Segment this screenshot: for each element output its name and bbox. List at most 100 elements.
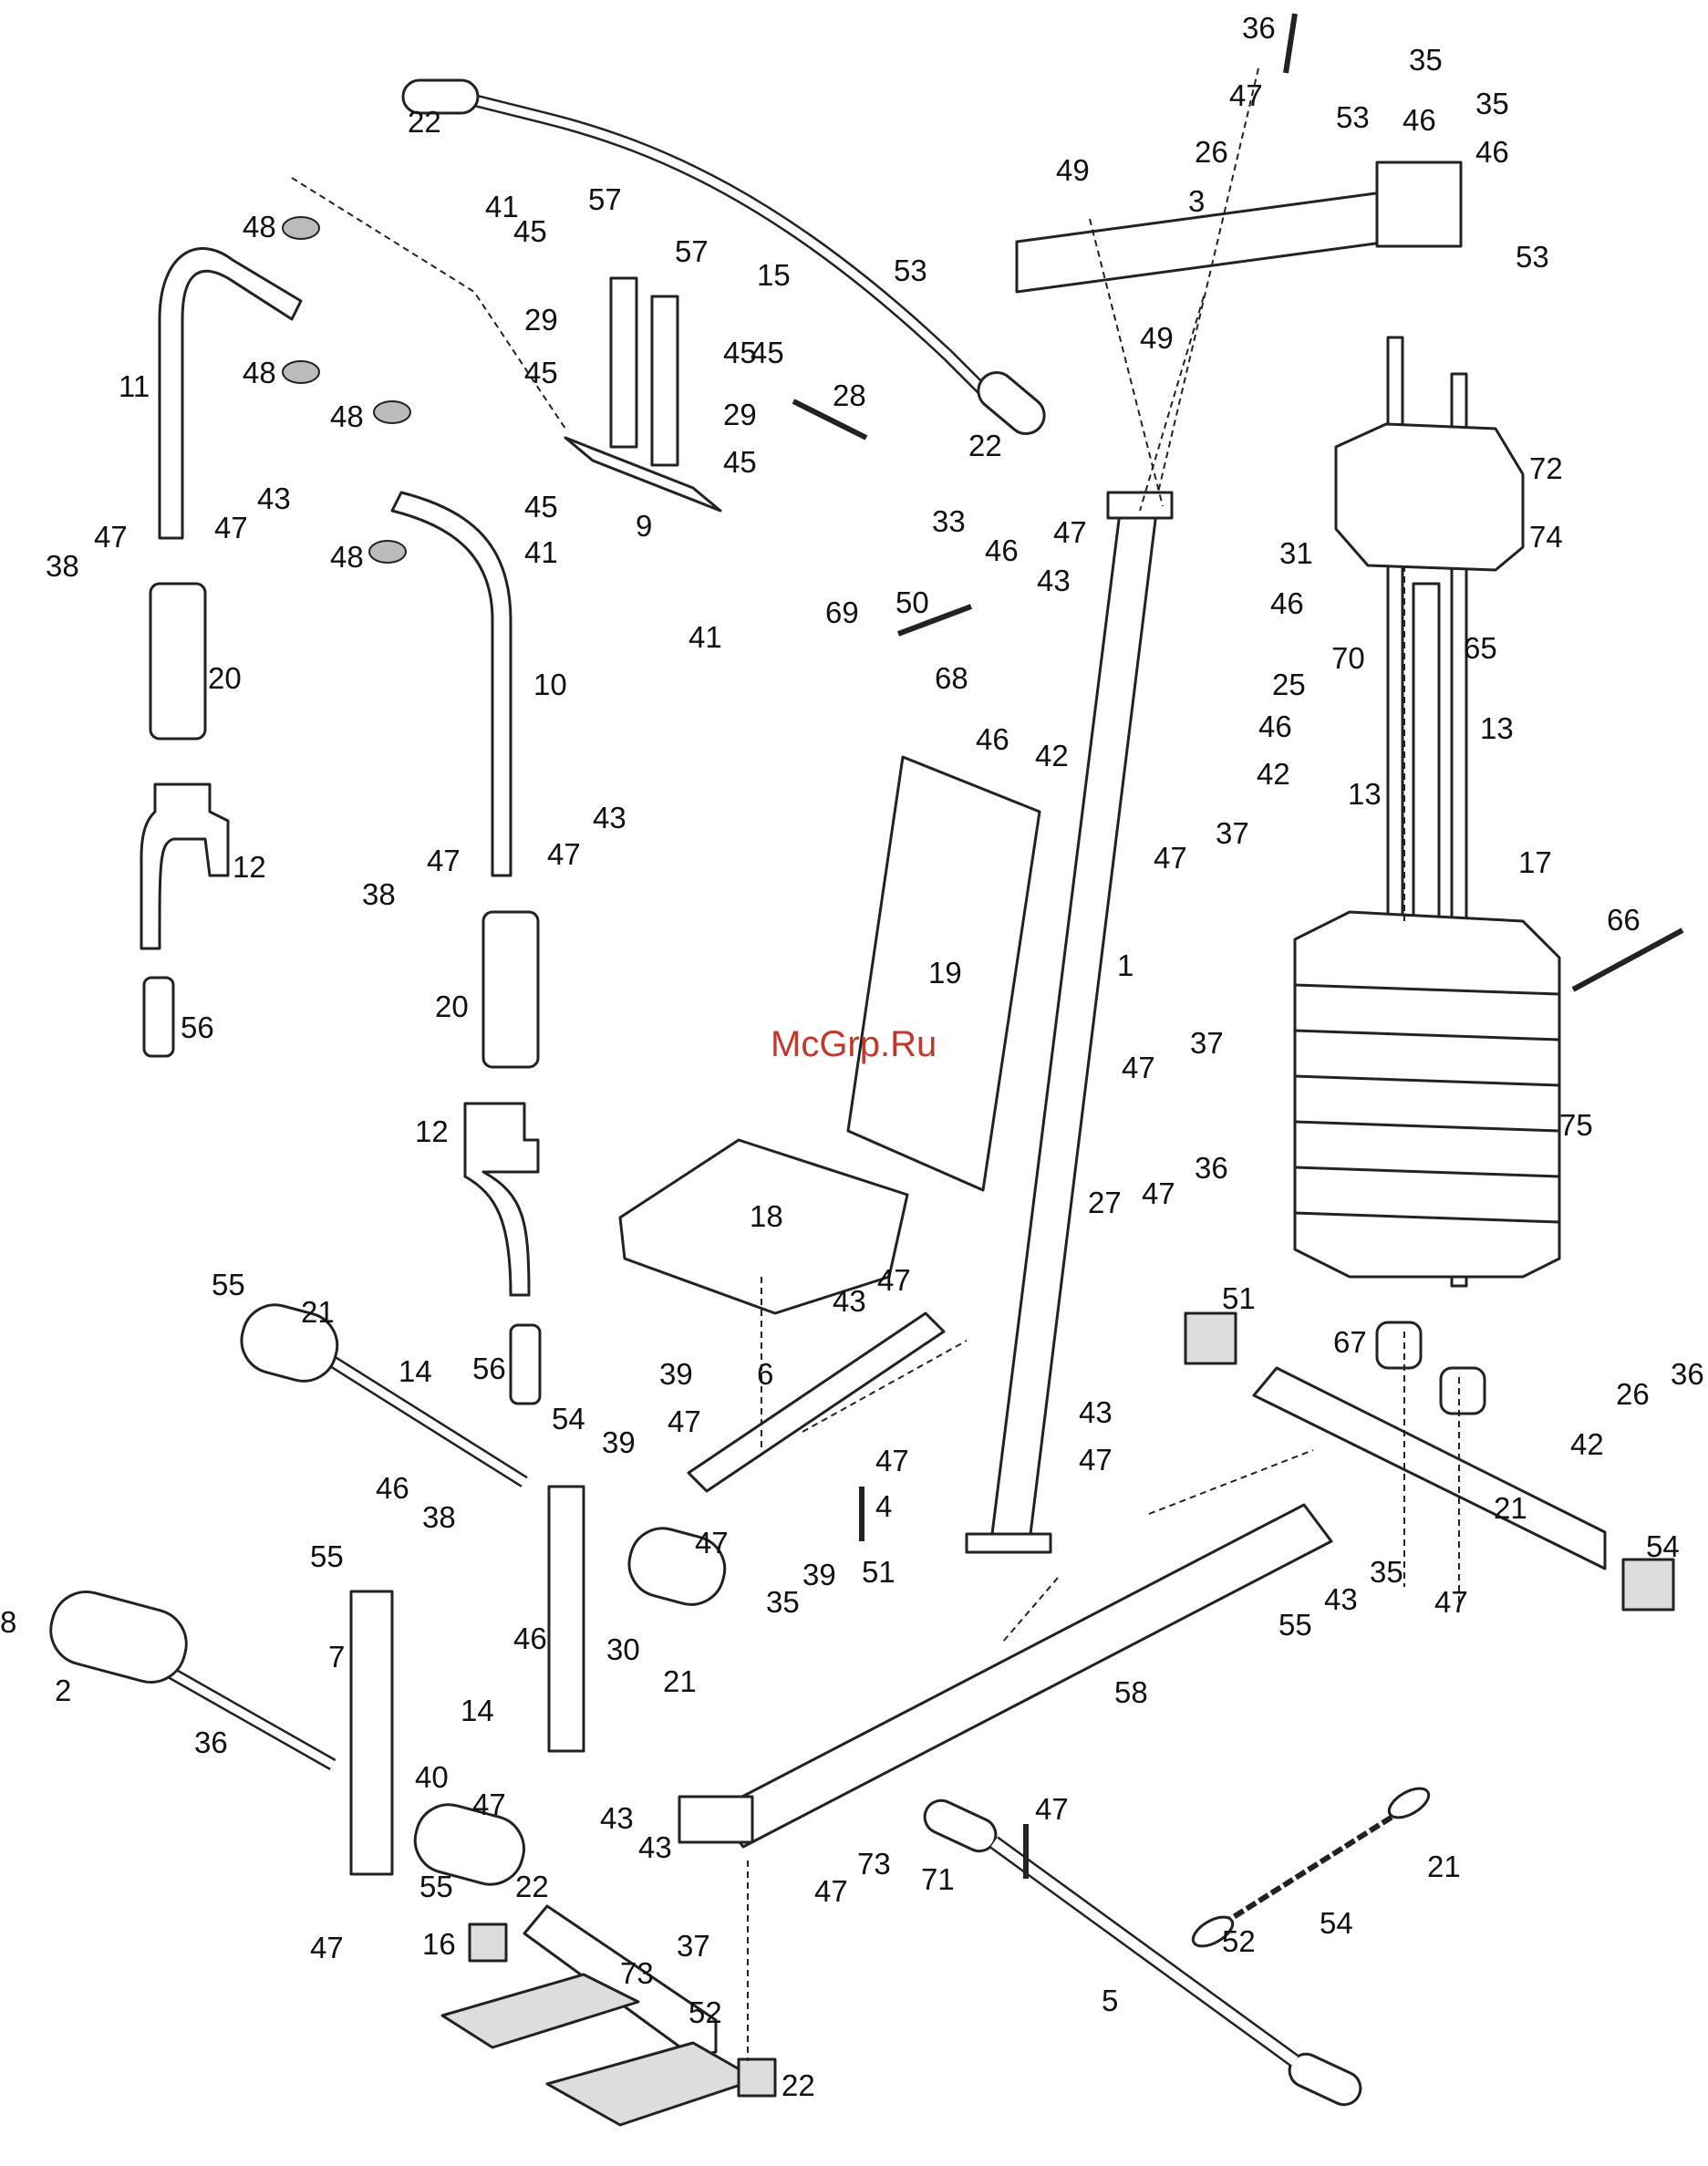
callout-label: 1	[1117, 948, 1133, 982]
callout-label: 47	[875, 1444, 909, 1477]
part-52-cap-b	[737, 2057, 777, 2098]
callout-label: 14	[461, 1694, 494, 1727]
callout-label: 13	[1480, 711, 1514, 745]
part-17-selector-stem	[1412, 582, 1441, 923]
callout-labels: 36 47 35 35 53 46 46 26 49 3 53 53 49 22…	[0, 11, 1704, 2102]
part-9-plate-b	[650, 295, 679, 467]
part-22-grip-top	[401, 78, 480, 115]
callout-label: 21	[301, 1295, 335, 1329]
part-21-roller-c	[49, 1590, 188, 1684]
callout-label: 66	[1607, 903, 1641, 937]
part-21-roller-a	[240, 1303, 339, 1383]
callout-label: 26	[1195, 135, 1228, 169]
part-5-floor-pad-a	[440, 1973, 640, 2049]
callout-label: 39	[602, 1425, 636, 1459]
callout-label: 4	[875, 1489, 892, 1523]
callout-label: 47	[1142, 1176, 1175, 1210]
callout-label: 41	[524, 535, 558, 569]
callout-label: 18	[750, 1199, 783, 1233]
part-18-seat	[618, 1138, 909, 1315]
callout-label: 22	[515, 1870, 549, 1903]
part-73-snap-hook-upper	[1387, 1787, 1431, 1819]
callout-label: 57	[675, 234, 709, 268]
callout-label: 36	[1195, 1151, 1228, 1185]
callout-label: 47	[877, 1263, 911, 1297]
callout-label: 48	[330, 540, 364, 574]
callout-label: 16	[422, 1927, 456, 1961]
callout-label: 5	[1102, 1984, 1118, 2017]
callout-label: 39	[802, 1558, 836, 1591]
part-9-pivot-bracket	[564, 436, 722, 513]
callout-label: 11	[119, 369, 150, 403]
callout-label: 42	[1570, 1427, 1604, 1461]
callout-label: 49	[1140, 321, 1174, 355]
part-71-chain	[1220, 1812, 1397, 1927]
callout-label: 50	[895, 586, 929, 619]
callout-label: 9	[636, 509, 652, 543]
part-21-roller-d	[413, 1803, 525, 1886]
callout-label: 46	[376, 1471, 409, 1505]
callout-label: 54	[1320, 1906, 1353, 1940]
callout-label: 8	[0, 1605, 16, 1639]
callout-label: 48	[330, 399, 364, 433]
callout-label: 45	[723, 445, 757, 479]
callout-label: 27	[1088, 1186, 1122, 1219]
part-22-grip-right	[977, 371, 1046, 435]
callout-label: 36	[194, 1726, 228, 1759]
callout-label: 47	[814, 1874, 848, 1908]
callout-label: 35	[1475, 87, 1509, 120]
callout-label: 46	[1475, 135, 1509, 169]
part-1-top-bracket	[1106, 491, 1174, 520]
callout-label: 22	[968, 429, 1002, 462]
part-73-snap-hook-lower	[1191, 1915, 1235, 1948]
part-67-bumper-a	[1375, 1321, 1423, 1370]
callout-label: 45	[513, 214, 547, 248]
callout-label: 47	[427, 844, 461, 877]
part-2-base-tube	[714, 1503, 1333, 1849]
part-67-bumper-b	[1439, 1366, 1486, 1415]
watermark: McGrp.Ru	[771, 1024, 937, 1064]
callout-label: 47	[1079, 1443, 1113, 1477]
callout-label: 46	[985, 534, 1019, 567]
callout-label: 43	[1037, 564, 1071, 597]
callout-label: 43	[638, 1830, 672, 1864]
part-48-washer-c	[373, 400, 411, 424]
callout-label: 56	[472, 1352, 506, 1385]
callout-label: 49	[1056, 153, 1090, 187]
callout-label: 37	[1216, 816, 1249, 850]
part-52-cap-a	[468, 1922, 508, 1963]
callout-label: 33	[932, 504, 966, 538]
callout-label: 21	[663, 1664, 697, 1698]
callout-label: 38	[362, 877, 396, 911]
callout-label: 72	[1529, 451, 1563, 485]
callout-label: 47	[695, 1526, 729, 1560]
callout-label: 51	[1222, 1281, 1256, 1315]
callout-label: 42	[1035, 739, 1069, 772]
part-48-washer-d	[368, 540, 407, 564]
part-5-floor-pad-b	[545, 2041, 759, 2127]
callout-label: 58	[1114, 1675, 1148, 1709]
callout-label: 19	[928, 956, 962, 990]
callout-label: 56	[181, 1010, 214, 1044]
callout-label: 43	[1324, 1582, 1358, 1616]
part-3-end-block	[1375, 161, 1463, 248]
part-51-end-cap-b	[1621, 1558, 1675, 1612]
callout-label: 53	[1336, 100, 1370, 134]
part-20-arm-sleeve-left	[149, 582, 207, 741]
callout-label: 47	[1434, 1585, 1468, 1619]
callout-label: 45	[524, 356, 558, 389]
callout-label: 30	[606, 1632, 640, 1666]
part-7-front-upright	[547, 1485, 585, 1753]
callout-label: 46	[976, 722, 1009, 756]
part-20-arm-sleeve-right	[481, 910, 540, 1069]
callout-label: 40	[415, 1760, 449, 1794]
callout-label: 43	[1079, 1395, 1113, 1429]
callout-label: 45	[723, 336, 757, 369]
callout-label: 28	[833, 378, 866, 412]
callout-label: 6	[757, 1357, 773, 1391]
part-51-end-cap-a	[1184, 1311, 1237, 1365]
callout-label: 37	[1190, 1026, 1224, 1060]
callout-label: 41	[688, 620, 722, 654]
callout-label: 47	[310, 1931, 344, 1964]
